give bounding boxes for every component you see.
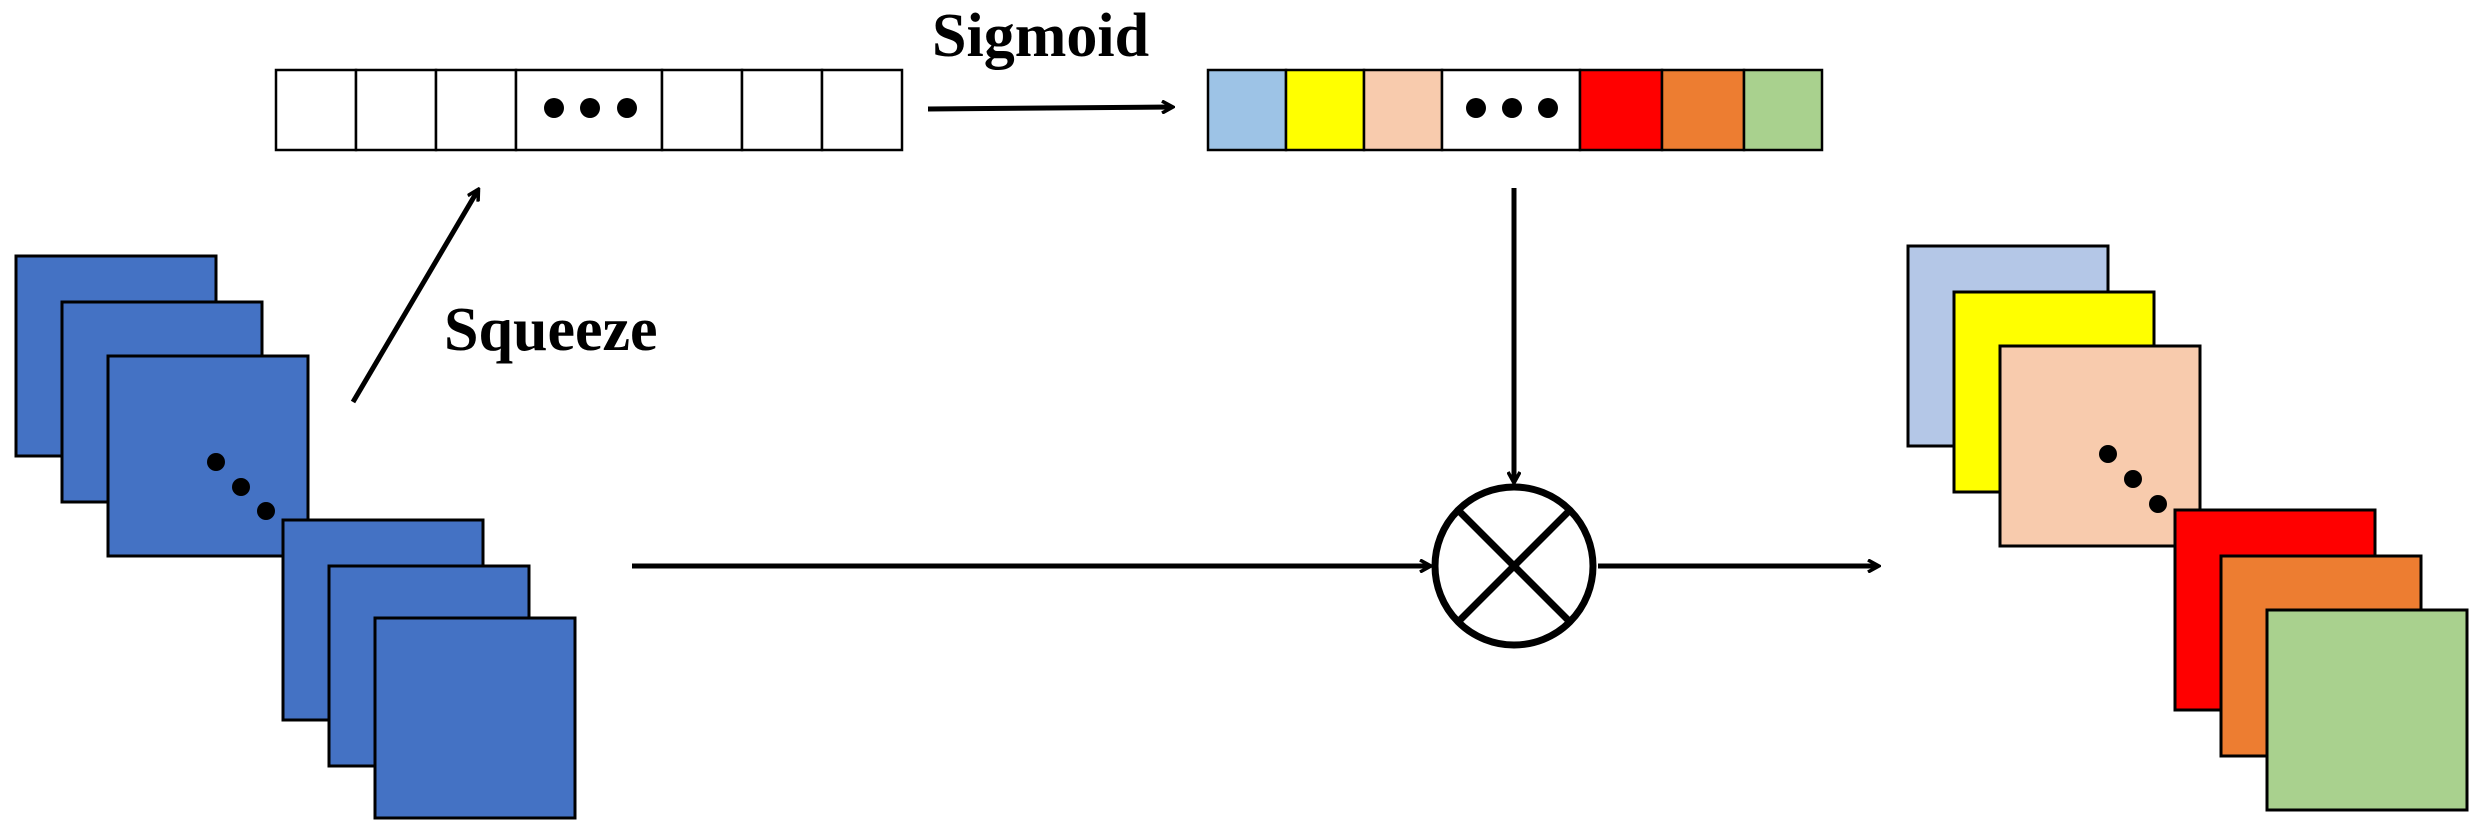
weight-cell-2: [1284, 68, 1366, 152]
output-feature-maps: [1906, 244, 2469, 812]
output-map-3: [1998, 344, 2202, 548]
squeeze-cell-6: [740, 68, 824, 152]
squeeze-vector: [274, 68, 904, 152]
output-ellipsis-dots: [2099, 445, 2167, 513]
weight-cell-6: [1660, 68, 1746, 152]
weight-ellipsis-dots: [1466, 98, 1558, 118]
sigmoid-arrow: [927, 107, 1172, 109]
weight-vector: [1206, 68, 1824, 152]
squeeze-cell-2: [354, 68, 438, 152]
weight-cell-7: [1742, 68, 1824, 152]
squeeze-cell-5: [660, 68, 744, 152]
squeeze-cell-1: [274, 68, 358, 152]
input-map-3: [106, 354, 310, 558]
sigmoid-label: Sigmoid: [932, 2, 1149, 70]
input-map-6: [373, 616, 577, 820]
squeeze-ellipsis-dots: [544, 98, 637, 118]
multiply-operator-icon: [1431, 483, 1597, 649]
weight-cell-1: [1206, 68, 1288, 152]
weight-cell-5: [1578, 68, 1664, 152]
input-ellipsis-dots: [207, 453, 275, 520]
input-feature-maps: [14, 254, 577, 820]
squeeze-cell-7: [820, 68, 904, 152]
squeeze-arrow: [350, 190, 478, 404]
weight-cell-3: [1362, 68, 1444, 152]
squeeze-cell-3: [434, 68, 518, 152]
squeeze-label: Squeeze: [444, 296, 658, 364]
output-map-6: [2265, 608, 2469, 812]
